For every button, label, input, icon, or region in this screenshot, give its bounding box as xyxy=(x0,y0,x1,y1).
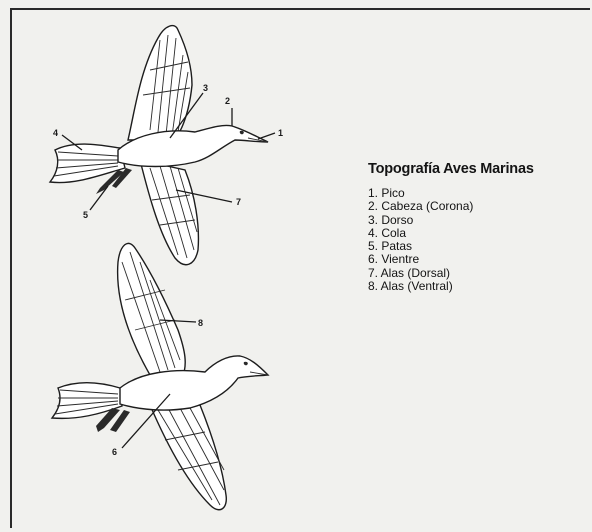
top-bird-illustration xyxy=(50,26,268,265)
callout-6: 6 xyxy=(112,447,117,457)
legend-item-pico: 1. Pico xyxy=(368,187,583,200)
callout-8: 8 xyxy=(198,318,203,328)
callout-2: 2 xyxy=(225,96,230,106)
bottom-bird-illustration xyxy=(52,243,268,509)
legend-item-patas: 5. Patas xyxy=(368,240,583,253)
legend-list: 1. Pico 2. Cabeza (Corona) 3. Dorso 4. C… xyxy=(368,187,583,293)
legend-item-vientre: 6. Vientre xyxy=(368,253,583,266)
callout-1: 1 xyxy=(278,128,283,138)
legend-item-cola: 4. Cola xyxy=(368,227,583,240)
legend-item-cabeza: 2. Cabeza (Corona) xyxy=(368,200,583,213)
legend-item-dorso: 3. Dorso xyxy=(368,214,583,227)
legend-item-alas-ventral: 8. Alas (Ventral) xyxy=(368,280,583,293)
callout-3: 3 xyxy=(203,83,208,93)
legend-title: Topografía Aves Marinas xyxy=(368,161,583,177)
leader-line-1 xyxy=(258,133,275,139)
callout-4: 4 xyxy=(53,128,58,138)
legend: Topografía Aves Marinas 1. Pico 2. Cabez… xyxy=(368,161,583,293)
callout-5: 5 xyxy=(83,210,88,220)
legend-item-alas-dorsal: 7. Alas (Dorsal) xyxy=(368,267,583,280)
callout-7: 7 xyxy=(236,197,241,207)
